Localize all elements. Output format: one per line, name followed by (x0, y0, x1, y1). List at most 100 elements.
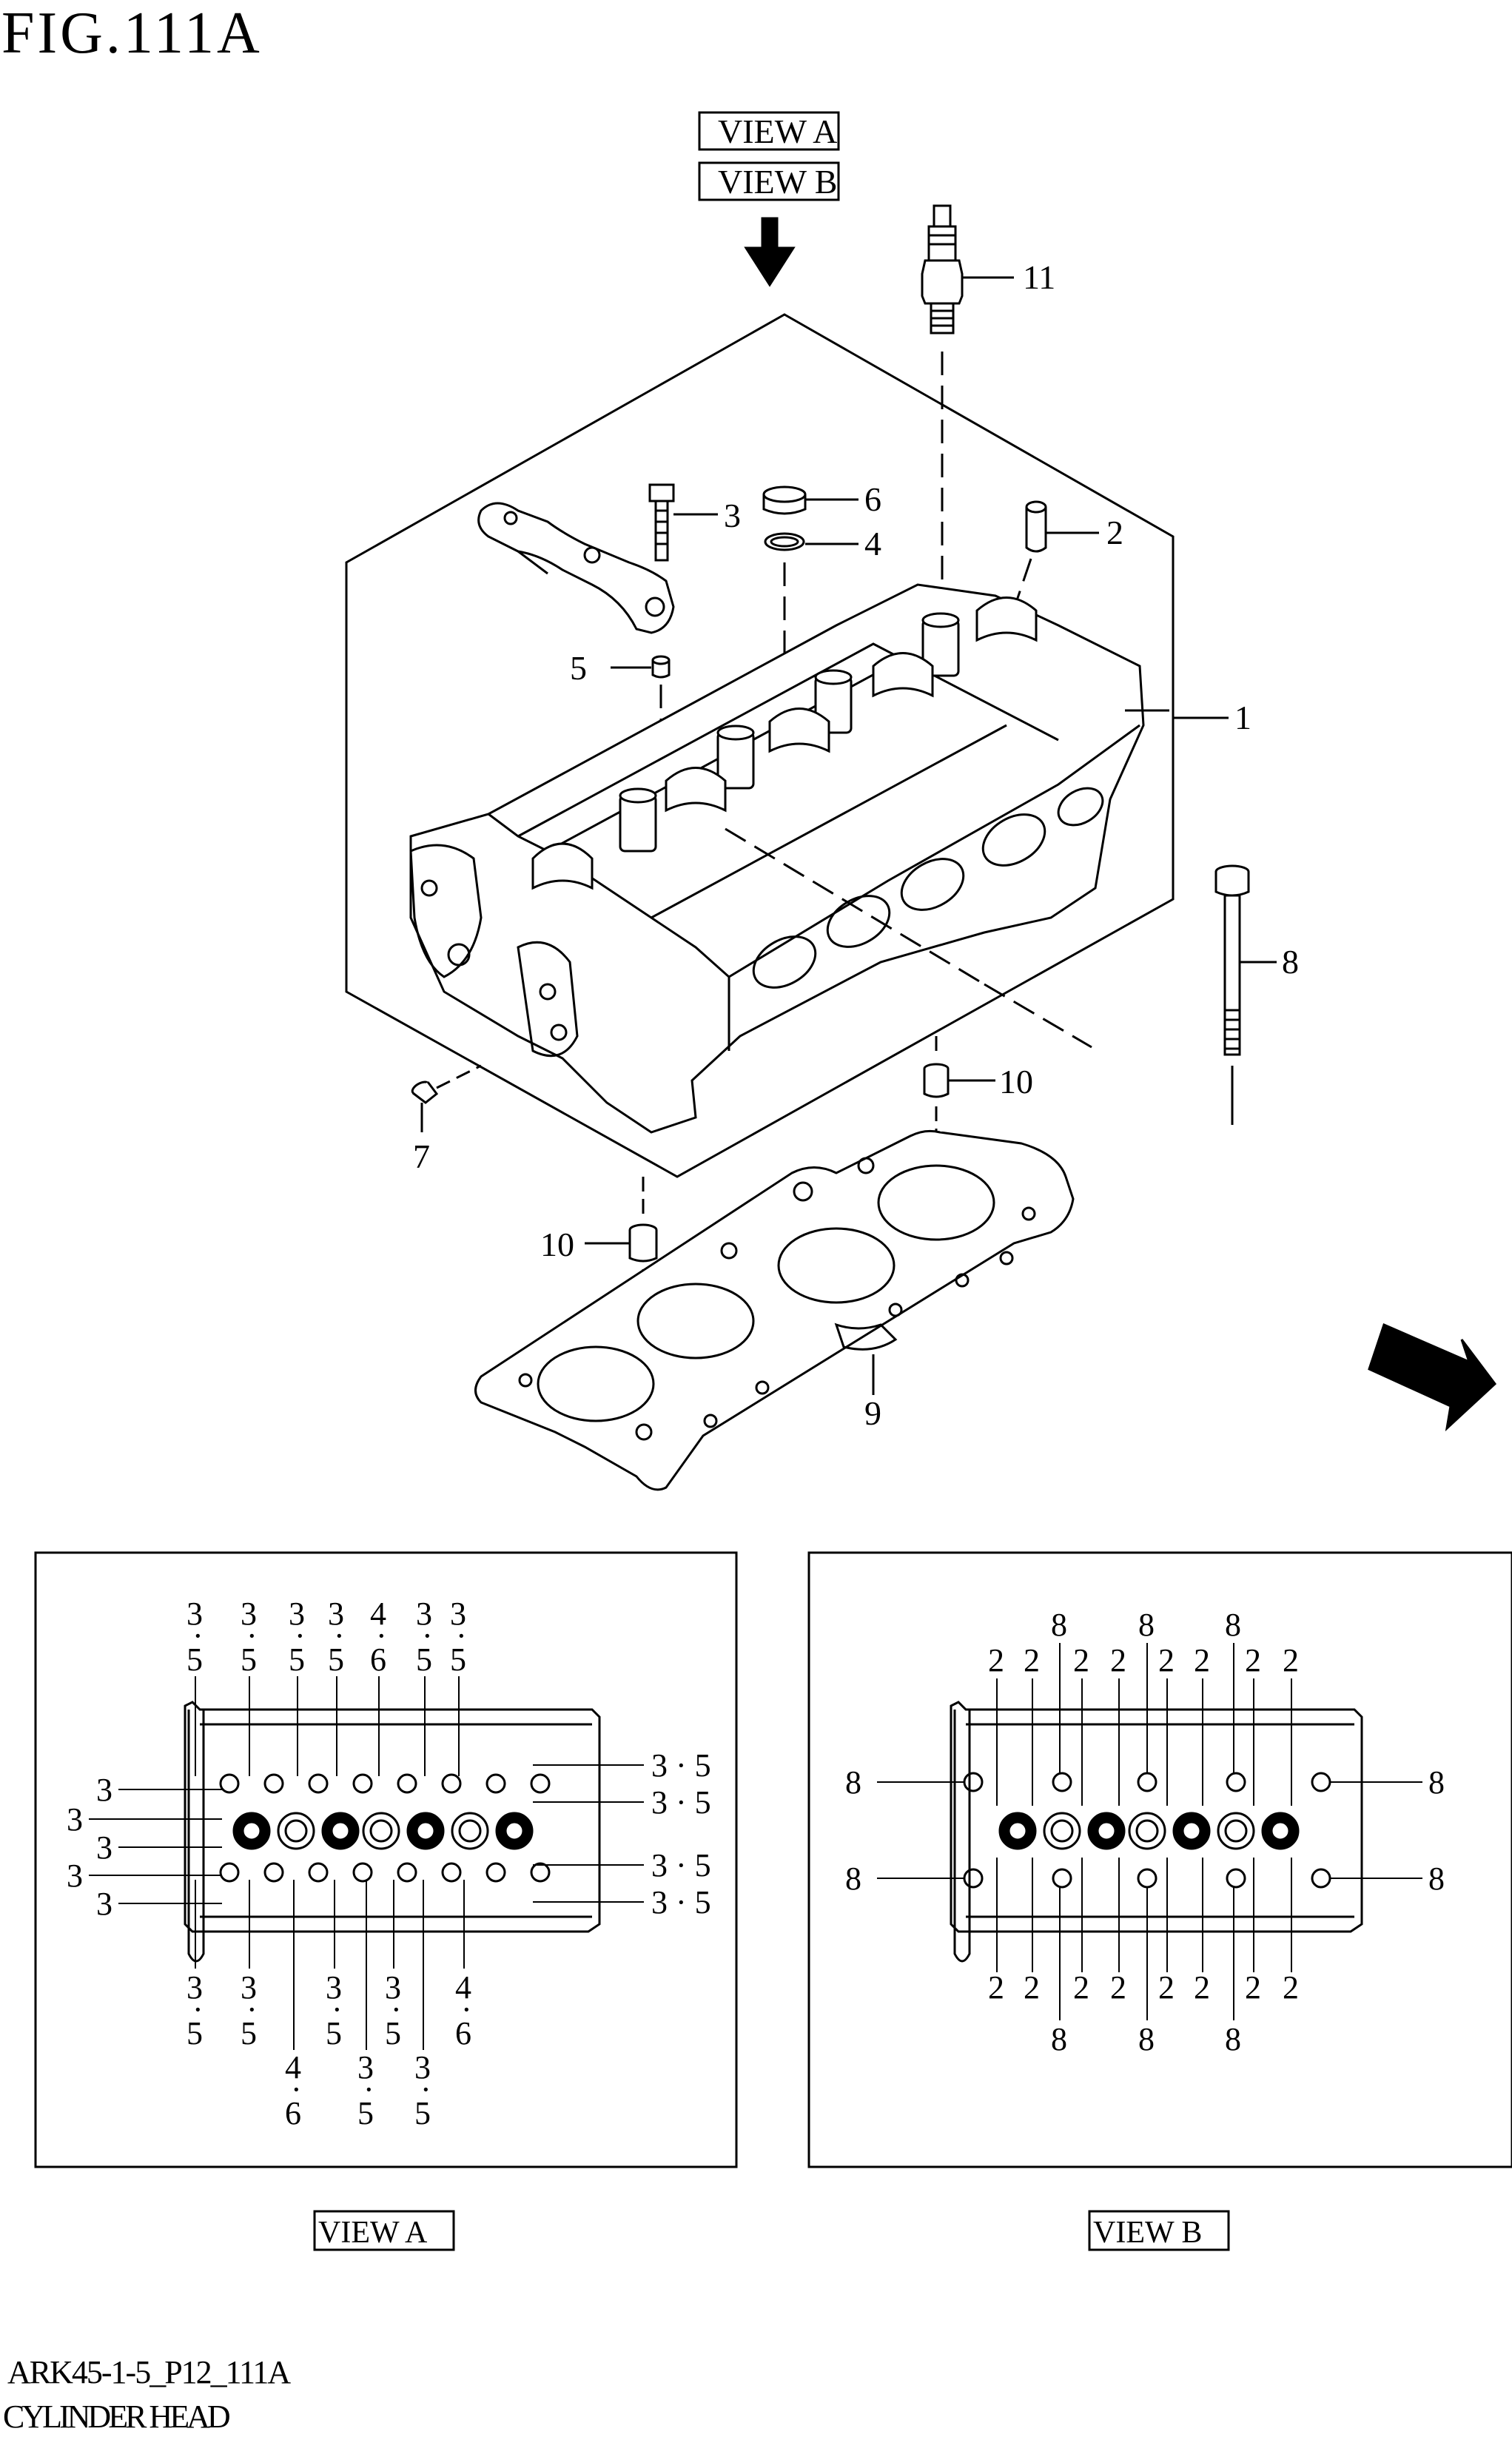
view-a-bottom-label-top: 3 (241, 1969, 257, 2006)
view-a-top-label-top: 3 (289, 1596, 305, 1632)
head-bolt (1214, 864, 1277, 1125)
view-a-top-label-top: 3 (187, 1596, 203, 1632)
view-a-detail (34, 1551, 738, 2168)
view-a-caption-box (313, 2210, 455, 2251)
assembly-boundary (345, 313, 1175, 1178)
dowel-7 (411, 1064, 482, 1132)
view-a-bottom-label-lower-top: 3 (414, 2049, 431, 2085)
callout-5: 5 (570, 649, 587, 687)
view-b-bottom-eight: 8 (1051, 2021, 1067, 2057)
view-a-bottom-label-dot: · (461, 1992, 472, 2028)
view-a-bottom-label-lower-dot: · (363, 2071, 374, 2108)
figure-title: FIG.111A (1, 1, 263, 66)
view-b-bottom-eight: 8 (1138, 2021, 1155, 2057)
view-b-bottom-eight: 8 (1225, 2021, 1241, 2057)
fwd-arrow: FWD (1368, 1322, 1497, 1432)
view-a-right-label: 3 · 5 (651, 1884, 711, 1920)
view-a-top-label-top: 3 (450, 1596, 466, 1632)
cam-cap-bolt (648, 483, 718, 562)
callout-9: 9 (864, 1394, 881, 1432)
view-b-box[interactable] (698, 161, 840, 201)
view-a-bottom-label-bottom: 5 (241, 2015, 257, 2051)
view-a-bottom-label-bottom: 5 (326, 2015, 342, 2051)
view-a-top-label-bottom: 5 (187, 1641, 203, 1678)
camshaft-cap (477, 502, 675, 634)
view-a-top-label-bottom: 5 (328, 1641, 344, 1678)
view-a-bottom-label-top: 3 (385, 1969, 401, 2006)
view-b-caption-box (1088, 2210, 1230, 2251)
view-b-top-two: 2 (1158, 1642, 1175, 1678)
view-a-bottom-label-bottom: 5 (187, 2015, 203, 2051)
callout-1: 1 (1234, 699, 1251, 736)
view-a-bottom-label-bottom: 6 (455, 2015, 471, 2051)
view-b-top-two: 2 (1245, 1642, 1261, 1678)
view-a-top-label-bottom: 6 (370, 1641, 386, 1678)
view-a-top-label-dot: · (295, 1618, 306, 1654)
footer-name: CYLINDER HEAD (3, 2399, 231, 2435)
view-b-top-eight: 8 (1138, 1607, 1155, 1643)
view-a-caption: VIEW A (318, 2216, 428, 2250)
view-a-bottom-label-lower-bottom: 6 (285, 2095, 301, 2131)
view-a-top-label-bottom: 5 (241, 1641, 257, 1678)
view-b-bottom-two: 2 (988, 1969, 1004, 2006)
view-b-left-eight: 8 (845, 1764, 861, 1801)
view-a-bottom-label-top: 3 (326, 1969, 342, 2006)
view-a-box[interactable] (698, 111, 840, 151)
view-b-right-eight: 8 (1428, 1764, 1445, 1801)
view-b-top-two: 2 (1024, 1642, 1040, 1678)
view-a-top-label-bottom: 5 (416, 1641, 432, 1678)
view-a-bottom-label-dot: · (192, 1992, 204, 2028)
view-a-right-label: 3 · 5 (651, 1747, 711, 1784)
spark-plug (921, 204, 1014, 622)
callout-11: 11 (1023, 258, 1055, 296)
view-a-leaders (89, 1676, 644, 2050)
view-direction-arrow (744, 217, 796, 287)
callout-10-left: 10 (540, 1226, 574, 1263)
view-a-left-label: 3 (96, 1829, 112, 1866)
view-b-top-eight: 8 (1225, 1607, 1241, 1643)
view-a-top-label-bottom: 5 (450, 1641, 466, 1678)
view-a-bottom-label-dot: · (246, 1992, 258, 2028)
view-b-top-two: 2 (988, 1642, 1004, 1678)
view-a-bottom-label-lower-dot: · (420, 2071, 431, 2108)
view-b-leaders (877, 1643, 1422, 2020)
view-a-left-label: 3 (96, 1886, 112, 1922)
view-a-top-label-top: 4 (370, 1596, 386, 1632)
view-a-left-label: 3 (67, 1801, 83, 1838)
view-b-top-eight: 8 (1051, 1607, 1067, 1643)
view-indicator-group: VIEW A VIEW B (698, 111, 840, 287)
view-a-bores (219, 1773, 551, 1883)
view-a-top-label-dot: · (376, 1618, 387, 1654)
view-b-top-two: 2 (1073, 1642, 1089, 1678)
callout-7: 7 (413, 1137, 430, 1175)
view-a-top-label-top: 3 (241, 1596, 257, 1632)
view-a-left-label: 3 (67, 1858, 83, 1894)
view-a-right-label: 3 · 5 (651, 1784, 711, 1821)
view-a-bottom-label-lower-dot: · (291, 2071, 302, 2108)
view-b-bottom-two: 2 (1073, 1969, 1089, 2006)
view-b-detail (807, 1551, 1512, 2168)
view-a-bottom-label-dot: · (332, 1992, 343, 2028)
view-b-label: VIEW B (718, 163, 837, 201)
view-b-bottom-two: 2 (1194, 1969, 1210, 2006)
view-b-left-eight: 8 (845, 1861, 861, 1897)
view-a-top-label-dot: · (422, 1618, 433, 1654)
callout-8: 8 (1282, 943, 1299, 981)
footer-code: ARK45-1-5_P12_111A (7, 2354, 291, 2390)
callout-10-right: 10 (999, 1063, 1033, 1100)
view-a-bottom-label-lower-top: 3 (357, 2049, 374, 2085)
view-a-right-label: 3 · 5 (651, 1847, 711, 1883)
view-b-top-two: 2 (1283, 1642, 1299, 1678)
view-a-top-label-dot: · (334, 1618, 345, 1654)
dowel-10-right (923, 1036, 995, 1143)
view-b-bottom-two: 2 (1158, 1969, 1175, 2006)
view-b-top-two: 2 (1110, 1642, 1126, 1678)
view-b-bottom-two: 2 (1245, 1969, 1261, 2006)
view-a-bottom-label-lower-bottom: 5 (357, 2095, 374, 2131)
view-a-bottom-label-bottom: 5 (385, 2015, 401, 2051)
plug-and-oring (762, 485, 859, 755)
view-a-left-label: 3 (96, 1772, 112, 1808)
view-a-bottom-label-dot: · (391, 1992, 402, 2028)
